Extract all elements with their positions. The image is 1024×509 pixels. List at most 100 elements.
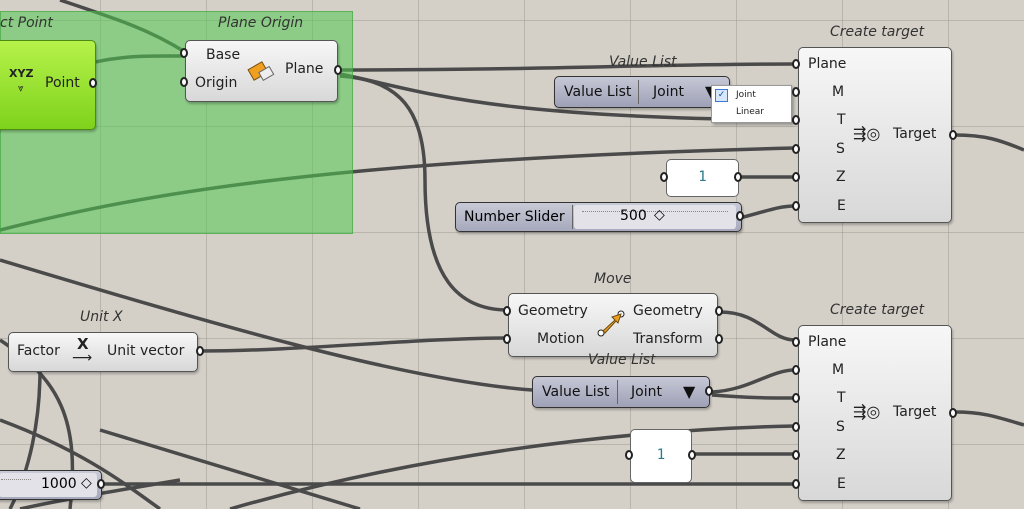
plane-output-grip[interactable] <box>334 65 342 75</box>
e-input-grip[interactable] <box>792 479 800 489</box>
move-component[interactable]: Geometry Motion Geometry Transform <box>508 293 718 357</box>
divider <box>617 380 618 404</box>
m-input-label: M <box>832 84 845 100</box>
slider-ticks <box>1 479 31 480</box>
value-list-1[interactable]: Value List Joint ▼ <box>554 76 730 108</box>
plane-input-label: Plane <box>808 334 847 350</box>
create-target-2[interactable]: Plane M T S Z E ⇶◎ Target <box>798 325 952 501</box>
panel-2[interactable]: 1 <box>630 429 692 483</box>
unit-x-title: Unit X <box>80 309 123 325</box>
slider-handle-icon[interactable]: ◇ <box>81 475 92 491</box>
unit-x-component[interactable]: Factor X ⟶ Unit vector <box>8 332 198 372</box>
geometry-input-label: Geometry <box>518 303 588 319</box>
arrow-right-icon: ⟶ <box>72 350 93 366</box>
value-list-label: Value List <box>564 84 632 100</box>
origin-input-grip[interactable] <box>180 77 188 87</box>
unit-x-icon: X <box>77 335 89 353</box>
slider-2-output-grip[interactable] <box>97 479 105 489</box>
panel-input-grip[interactable] <box>660 172 668 182</box>
target-icon: ⇶◎ <box>853 402 881 421</box>
wire <box>739 204 796 220</box>
base-input-grip[interactable] <box>180 48 188 58</box>
value-list-selected[interactable]: Joint <box>631 384 662 400</box>
value-list-2-output-grip[interactable] <box>705 386 713 396</box>
panel-1[interactable]: 1 <box>666 159 739 197</box>
t-input-label: T <box>837 390 846 406</box>
m-input-label: M <box>832 362 845 378</box>
create-target-title: Create target <box>830 24 925 40</box>
plane-origin-icon <box>247 61 275 82</box>
wire <box>711 368 796 394</box>
divider <box>572 205 573 229</box>
s-input-grip[interactable] <box>792 422 800 432</box>
z-input-grip[interactable] <box>792 450 800 460</box>
construct-point-title: ct Point <box>0 15 53 31</box>
panel-2-input-grip[interactable] <box>625 450 633 460</box>
number-slider-2[interactable]: 1000 ◇ <box>0 470 102 500</box>
target-output-grip[interactable] <box>949 408 957 418</box>
create-target-2-title: Create target <box>830 302 925 318</box>
slider-ticks <box>582 211 728 212</box>
motion-input-label: Motion <box>537 331 585 347</box>
slider-track[interactable]: 500 ◇ <box>574 205 736 229</box>
transform-output-grip[interactable] <box>715 334 723 344</box>
plane-origin-component[interactable]: Base Origin Plane <box>185 40 338 102</box>
m-input-grip[interactable] <box>792 87 800 97</box>
plane-input-grip[interactable] <box>792 337 800 347</box>
t-input-grip[interactable] <box>792 115 800 125</box>
point-glyph-icon: ⩔ <box>18 83 24 94</box>
wire <box>0 418 162 509</box>
construct-point-component[interactable]: XYZ ⩔ Point <box>0 40 96 130</box>
dropdown-arrow-icon[interactable]: ▼ <box>683 382 696 401</box>
z-input-label: Z <box>836 447 846 463</box>
origin-input-label: Origin <box>195 75 238 91</box>
slider-handle-icon[interactable]: ◇ <box>654 207 665 223</box>
s-input-label: S <box>836 141 845 157</box>
factor-input-label: Factor <box>17 343 60 359</box>
e-input-grip[interactable] <box>792 201 800 211</box>
motion-input-grip[interactable] <box>503 334 511 344</box>
geometry-input-grip[interactable] <box>503 306 511 316</box>
unit-vector-output-label: Unit vector <box>107 343 185 359</box>
e-input-label: E <box>837 198 846 214</box>
value-list-dropdown-menu[interactable]: ✓ Joint Linear <box>711 85 792 123</box>
value-list-title: Value List <box>609 54 677 70</box>
dropdown-option-linear[interactable]: Linear <box>736 107 764 117</box>
checkmark-icon: ✓ <box>715 89 728 102</box>
wire <box>0 258 533 392</box>
point-output-grip[interactable] <box>89 78 97 88</box>
slider-output-grip[interactable] <box>736 211 744 221</box>
wire <box>199 336 509 353</box>
value-list-label: Value List <box>542 384 610 400</box>
wire <box>954 410 1024 427</box>
create-target-1[interactable]: Plane M T S Z E ⇶◎ Target <box>798 47 952 223</box>
panel-2-output-grip[interactable] <box>688 450 696 460</box>
z-input-grip[interactable] <box>792 172 800 182</box>
s-input-label: S <box>836 419 845 435</box>
plane-input-label: Plane <box>808 56 847 72</box>
m-input-grip[interactable] <box>792 365 800 375</box>
group-title: Plane Origin <box>218 15 304 31</box>
s-input-grip[interactable] <box>792 144 800 154</box>
slider-value: 1000 <box>41 476 77 492</box>
z-input-label: Z <box>836 169 846 185</box>
dropdown-option-joint[interactable]: Joint <box>736 90 756 100</box>
panel-output-grip[interactable] <box>734 172 742 182</box>
slider-track[interactable]: 1000 ◇ <box>0 473 97 497</box>
transform-output-label: Transform <box>633 331 703 347</box>
slider-value: 500 <box>620 208 647 224</box>
move-title: Move <box>594 271 632 287</box>
geometry-output-grip[interactable] <box>715 306 723 316</box>
value-list-selected[interactable]: Joint <box>653 84 684 100</box>
value-list-2[interactable]: Value List Joint ▼ <box>532 376 710 408</box>
number-slider-1[interactable]: Number Slider 500 ◇ <box>455 202 742 232</box>
geometry-output-label: Geometry <box>633 303 703 319</box>
wire <box>711 393 796 400</box>
wire <box>99 428 361 509</box>
t-input-grip[interactable] <box>792 393 800 403</box>
unit-vector-output-grip[interactable] <box>196 346 204 356</box>
plane-input-grip[interactable] <box>792 59 800 69</box>
target-output-grip[interactable] <box>949 130 957 140</box>
target-icon: ⇶◎ <box>853 124 881 143</box>
